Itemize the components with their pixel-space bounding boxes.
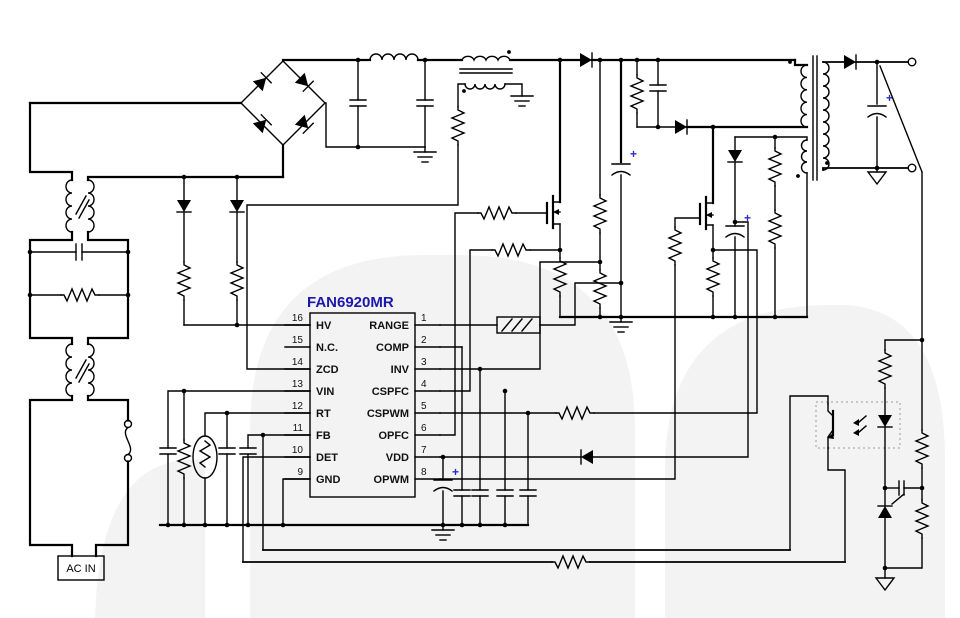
pin-number: 3 [421, 357, 427, 368]
pwm-stage: + [685, 124, 809, 318]
polarity-plus: + [452, 465, 459, 479]
primary-ground-bus [558, 314, 809, 333]
pin-number: 12 [292, 401, 304, 412]
startup-diode-icon [176, 199, 192, 213]
pfc-stage: + [508, 52, 797, 318]
pin-number: 11 [293, 423, 304, 434]
pin-number: 7 [421, 445, 427, 456]
boost-diode-icon [579, 52, 593, 68]
ac-in-label: AC IN [66, 563, 95, 575]
output-rectifier-diode-icon [843, 54, 857, 70]
pin-label: OPFC [378, 430, 409, 442]
ic-left-wiring [159, 144, 459, 563]
clamp-network [630, 59, 688, 135]
fuse [123, 419, 133, 463]
pfc-choke [451, 50, 534, 146]
ic-left-pins: 16 15 14 13 12 11 10 9 HV N.C. ZCD VIN R… [292, 313, 341, 486]
pin-number: 2 [421, 335, 427, 346]
pwm-sense-resistor [706, 257, 720, 297]
ic-right-wiring [439, 206, 758, 480]
pin-number: 5 [421, 401, 427, 412]
pin-label: OPWM [374, 474, 409, 486]
optocoupler [815, 401, 901, 449]
ground-rail: + [158, 346, 537, 541]
pin-number: 16 [292, 313, 304, 324]
polarity-plus: + [744, 211, 751, 225]
pin-number: 13 [292, 379, 304, 390]
bridge-rectifier [240, 60, 437, 179]
startup-diode-icon [229, 199, 245, 213]
output-capacitor: + [867, 61, 893, 169]
pin-label: GND [316, 474, 341, 486]
output-stage: + [822, 54, 923, 185]
common-mode-choke-1 [65, 179, 95, 233]
pin-number: 4 [421, 379, 427, 390]
background-watermark [95, 255, 945, 618]
shunt-regulator [875, 493, 905, 591]
ground-icon [510, 95, 534, 107]
pin-number: 14 [292, 357, 304, 368]
flyback-transformer [788, 55, 830, 181]
output-return-terminal [907, 163, 917, 173]
pin-label: FB [316, 430, 331, 442]
polarity-plus: + [630, 147, 637, 161]
hv-startup [176, 174, 245, 328]
zcd-resistor [451, 106, 465, 146]
polarity-plus: + [886, 91, 893, 105]
pin-number: 6 [421, 423, 427, 434]
pin-number: 8 [421, 467, 427, 478]
common-mode-choke-2 [65, 343, 95, 397]
input-filter [281, 53, 464, 150]
pin-number: 15 [292, 335, 304, 346]
pin-label: ZCD [316, 364, 339, 376]
clamp-diode-icon [674, 119, 688, 135]
pin-label: VIN [316, 386, 334, 398]
feedback-network [242, 171, 929, 591]
pin-label: N.C. [316, 342, 338, 354]
x-capacitor [29, 243, 129, 261]
ic-right-pins: 1 2 3 4 5 6 7 8 RANGE COMP INV CSPFC CSP… [367, 313, 427, 486]
ic-body [309, 312, 416, 498]
output-positive-terminal [907, 57, 917, 67]
pin-number: 1 [421, 313, 427, 324]
pfc-mosfet [545, 58, 562, 251]
pin-label: DET [316, 452, 338, 464]
pin-label: COMP [376, 342, 409, 354]
vdd-capacitor: + [725, 211, 751, 318]
aux-rectifier-diode-icon [727, 149, 743, 163]
pin-number: 10 [292, 445, 304, 456]
bleeder-resistor [29, 288, 129, 302]
pwm-mosfet [698, 125, 715, 251]
pin-label: RT [316, 408, 331, 420]
filter-inductor [369, 53, 419, 61]
pin-label: VDD [386, 452, 409, 464]
ac-input-emi-filter: AC IN [27, 101, 285, 581]
ac-in-terminal [57, 555, 105, 581]
pin-label: INV [391, 364, 410, 376]
bulk-capacitor: + [611, 58, 637, 318]
ground-icon [413, 151, 437, 163]
pin-label: CSPFC [372, 386, 409, 398]
pin-number: 9 [297, 467, 303, 478]
ic-title: FAN6920MR [307, 294, 394, 311]
pin-label: CSPWM [367, 408, 409, 420]
pin-label: RANGE [369, 320, 409, 332]
vdd-bulk-cap: + [433, 454, 459, 526]
pin-label: HV [316, 320, 332, 332]
secondary-ground-icon [867, 171, 887, 185]
